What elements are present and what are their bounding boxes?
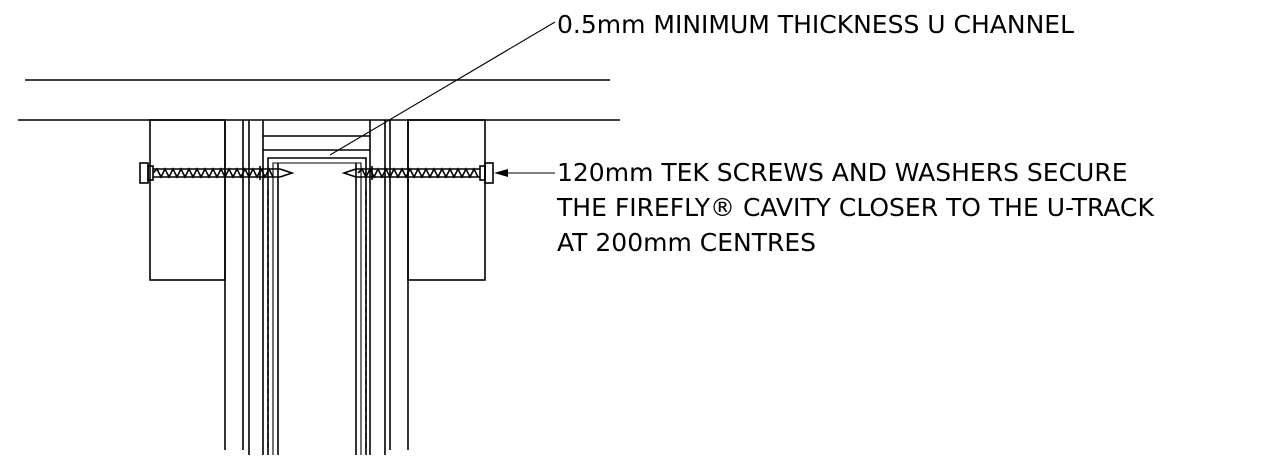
- screws-annotation-line-2: THE FIREFLY® CAVITY CLOSER TO THE U-TRAC…: [557, 193, 1154, 222]
- insulation-dashes: [267, 190, 367, 450]
- head-track: [263, 135, 370, 151]
- screws-annotation-line-1: 120mm TEK SCREWS AND WASHERS SECURE: [557, 158, 1128, 187]
- u-channel-leader: [329, 21, 556, 156]
- u-channel-annotation: 0.5mm MINIMUM THICKNESS U CHANNEL: [557, 10, 1075, 39]
- screws-annotation-line-3: AT 200mm CENTRES: [557, 228, 817, 257]
- left-tek-screw: [139, 162, 295, 184]
- right-tek-screw: [341, 162, 494, 184]
- right-wall-leaf: [369, 120, 409, 455]
- left-cavity-closer: [149, 119, 226, 281]
- screws-leader: [494, 169, 555, 177]
- u-channel: [267, 157, 367, 455]
- right-cavity-closer: [407, 119, 486, 281]
- soffit-slab: [18, 79, 620, 121]
